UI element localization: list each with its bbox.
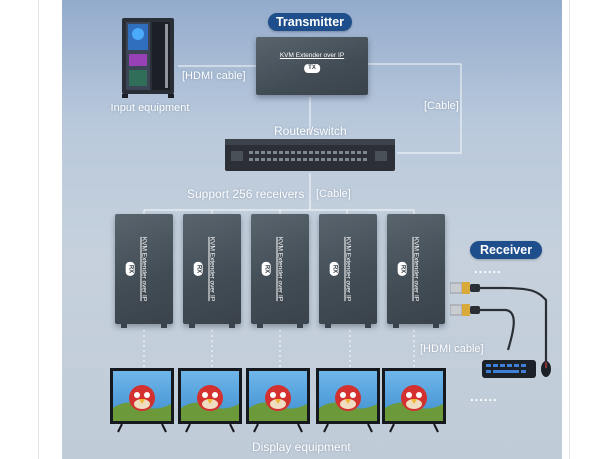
support-receivers-label: Support 256 receivers — [187, 187, 305, 201]
unit-foot — [161, 324, 167, 328]
network-switch-icon — [225, 139, 395, 171]
unit-foot — [297, 324, 303, 328]
transmitter-unit: KVM Extender over IP TX — [256, 37, 368, 95]
receiver-badge: Receiver — [470, 241, 542, 259]
tv-icon — [316, 368, 380, 433]
keyboard-image — [482, 358, 536, 380]
diagram-panel: Transmitter Receiver Input equipment [HD… — [62, 0, 562, 459]
transmitter-unit-text: KVM Extender over IP — [279, 52, 345, 59]
display-ellipsis: ...... — [470, 389, 498, 404]
connection-lines — [143, 63, 548, 368]
left-gutter-divider — [38, 0, 39, 459]
rx-badge: RX — [397, 261, 407, 277]
unit-foot — [365, 324, 371, 328]
keyboard-icon — [482, 360, 536, 378]
usb-plug-icon — [449, 282, 480, 316]
tv-icon — [382, 368, 446, 433]
hdmi-cable-bottom-label: [HDMI cable] — [420, 343, 484, 355]
receiver-unit-text: KVM Extender over IP — [344, 236, 352, 302]
receiver-unit-text: KVM Extender over IP — [412, 236, 420, 302]
display-row — [110, 368, 460, 438]
input-equipment-label: Input equipment — [110, 102, 190, 114]
cable-middle-label: [Cable] — [316, 188, 351, 200]
tx-badge: TX — [304, 64, 320, 73]
tv-icon — [246, 368, 310, 433]
tv-display-row — [110, 368, 446, 433]
unit-foot — [433, 324, 439, 328]
cable-right-label: [Cable] — [424, 100, 459, 112]
rx-badge: RX — [193, 261, 203, 277]
right-gutter-divider — [569, 0, 570, 459]
receiver-unit-text: KVM Extender over IP — [140, 236, 148, 302]
receiver-unit-4: KVM Extender over IP RX — [319, 214, 377, 328]
mouse-icon — [541, 361, 551, 377]
receiver-unit-1: KVM Extender over IP RX — [115, 214, 173, 328]
receiver-unit-5: KVM Extender over IP RX — [387, 214, 445, 328]
unit-foot — [257, 324, 263, 328]
unit-foot — [121, 324, 127, 328]
display-equipment-label: Display equipment — [252, 440, 351, 454]
unit-foot — [393, 324, 399, 328]
unit-foot — [229, 324, 235, 328]
receiver-unit-3: KVM Extender over IP RX — [251, 214, 309, 328]
rx-badge: RX — [329, 261, 339, 277]
router-switch-label: Router/switch — [274, 124, 347, 138]
receiver-unit-text: KVM Extender over IP — [208, 236, 216, 302]
receiver-ellipsis: ...... — [474, 261, 502, 276]
rx-badge: RX — [125, 261, 135, 277]
unit-foot — [189, 324, 195, 328]
router-switch-device — [225, 139, 395, 171]
computer-tower-icon — [122, 18, 174, 98]
mouse-image — [540, 360, 552, 378]
input-pc-image — [116, 14, 180, 100]
unit-foot — [325, 324, 331, 328]
receiver-unit-2: KVM Extender over IP RX — [183, 214, 241, 328]
transmitter-badge: Transmitter — [268, 13, 352, 31]
receiver-unit-text: KVM Extender over IP — [276, 236, 284, 302]
hdmi-cable-top-label: [HDMI cable] — [182, 70, 246, 82]
tv-icon — [178, 368, 242, 433]
tv-icon — [110, 368, 174, 433]
usb-connectors — [449, 282, 480, 318]
rx-badge: RX — [261, 261, 271, 277]
